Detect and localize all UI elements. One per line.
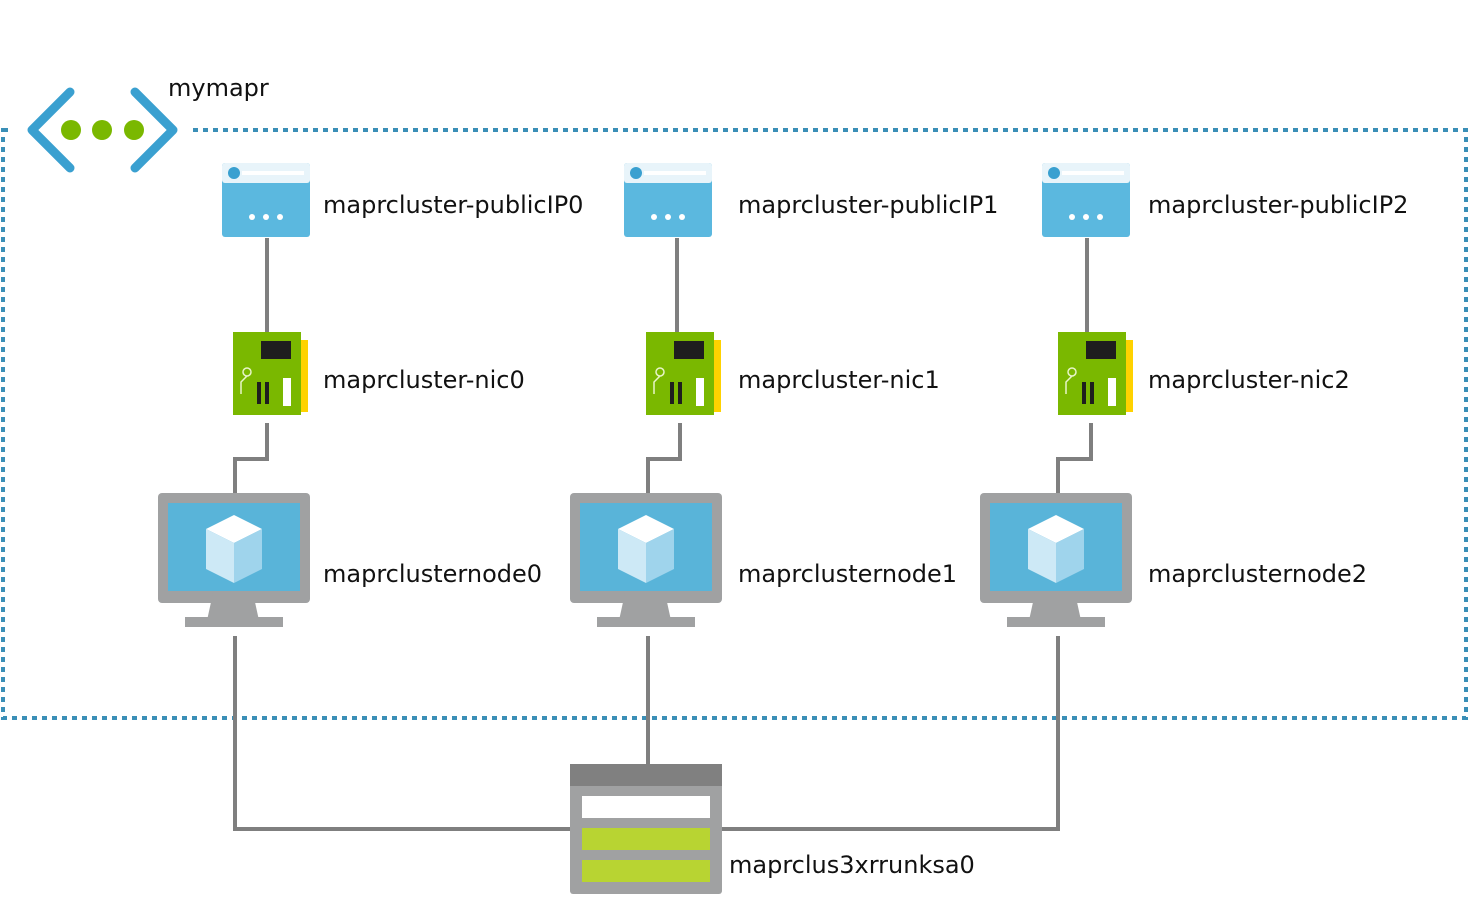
- storage-account-icon: [570, 764, 722, 894]
- nic-label-2: maprcluster-nic2: [1148, 366, 1350, 394]
- vnet-boundary: [1, 128, 1468, 720]
- public-ip-icon: [222, 163, 310, 237]
- connector-nic1-vm1: [646, 423, 682, 496]
- network-interface-icon: [646, 332, 721, 415]
- connector-nic0-vm0: [233, 423, 269, 496]
- network-interface-icon: [233, 332, 308, 415]
- vm-label-1: maprclusternode1: [738, 560, 958, 588]
- network-interface-icon: [1058, 332, 1133, 415]
- vm-label-2: maprclusternode2: [1148, 560, 1368, 588]
- virtual-machine-icon: [158, 493, 310, 627]
- public-ip-label-2: maprcluster-publicIP2: [1148, 191, 1409, 219]
- virtual-network-icon: [12, 87, 192, 173]
- public-ip-icon: [624, 163, 712, 237]
- nic-label-0: maprcluster-nic0: [323, 366, 525, 394]
- connectors: [233, 238, 1093, 831]
- virtual-machine-icon: [570, 493, 722, 627]
- connector-vm0-storage: [233, 636, 572, 831]
- public-ip-label-0: maprcluster-publicIP0: [323, 191, 584, 219]
- storage-label: maprclus3xrrunksa0: [729, 851, 975, 879]
- vm-label-0: maprclusternode0: [323, 560, 543, 588]
- vnet-label: mymapr: [168, 74, 269, 102]
- public-ip-label-1: maprcluster-publicIP1: [738, 191, 999, 219]
- connector-vm2-storage: [722, 636, 1060, 831]
- virtual-machine-icon: [980, 493, 1132, 627]
- nic-label-1: maprcluster-nic1: [738, 366, 940, 394]
- public-ip-icon: [1042, 163, 1130, 237]
- connector-nic2-vm2: [1056, 423, 1093, 496]
